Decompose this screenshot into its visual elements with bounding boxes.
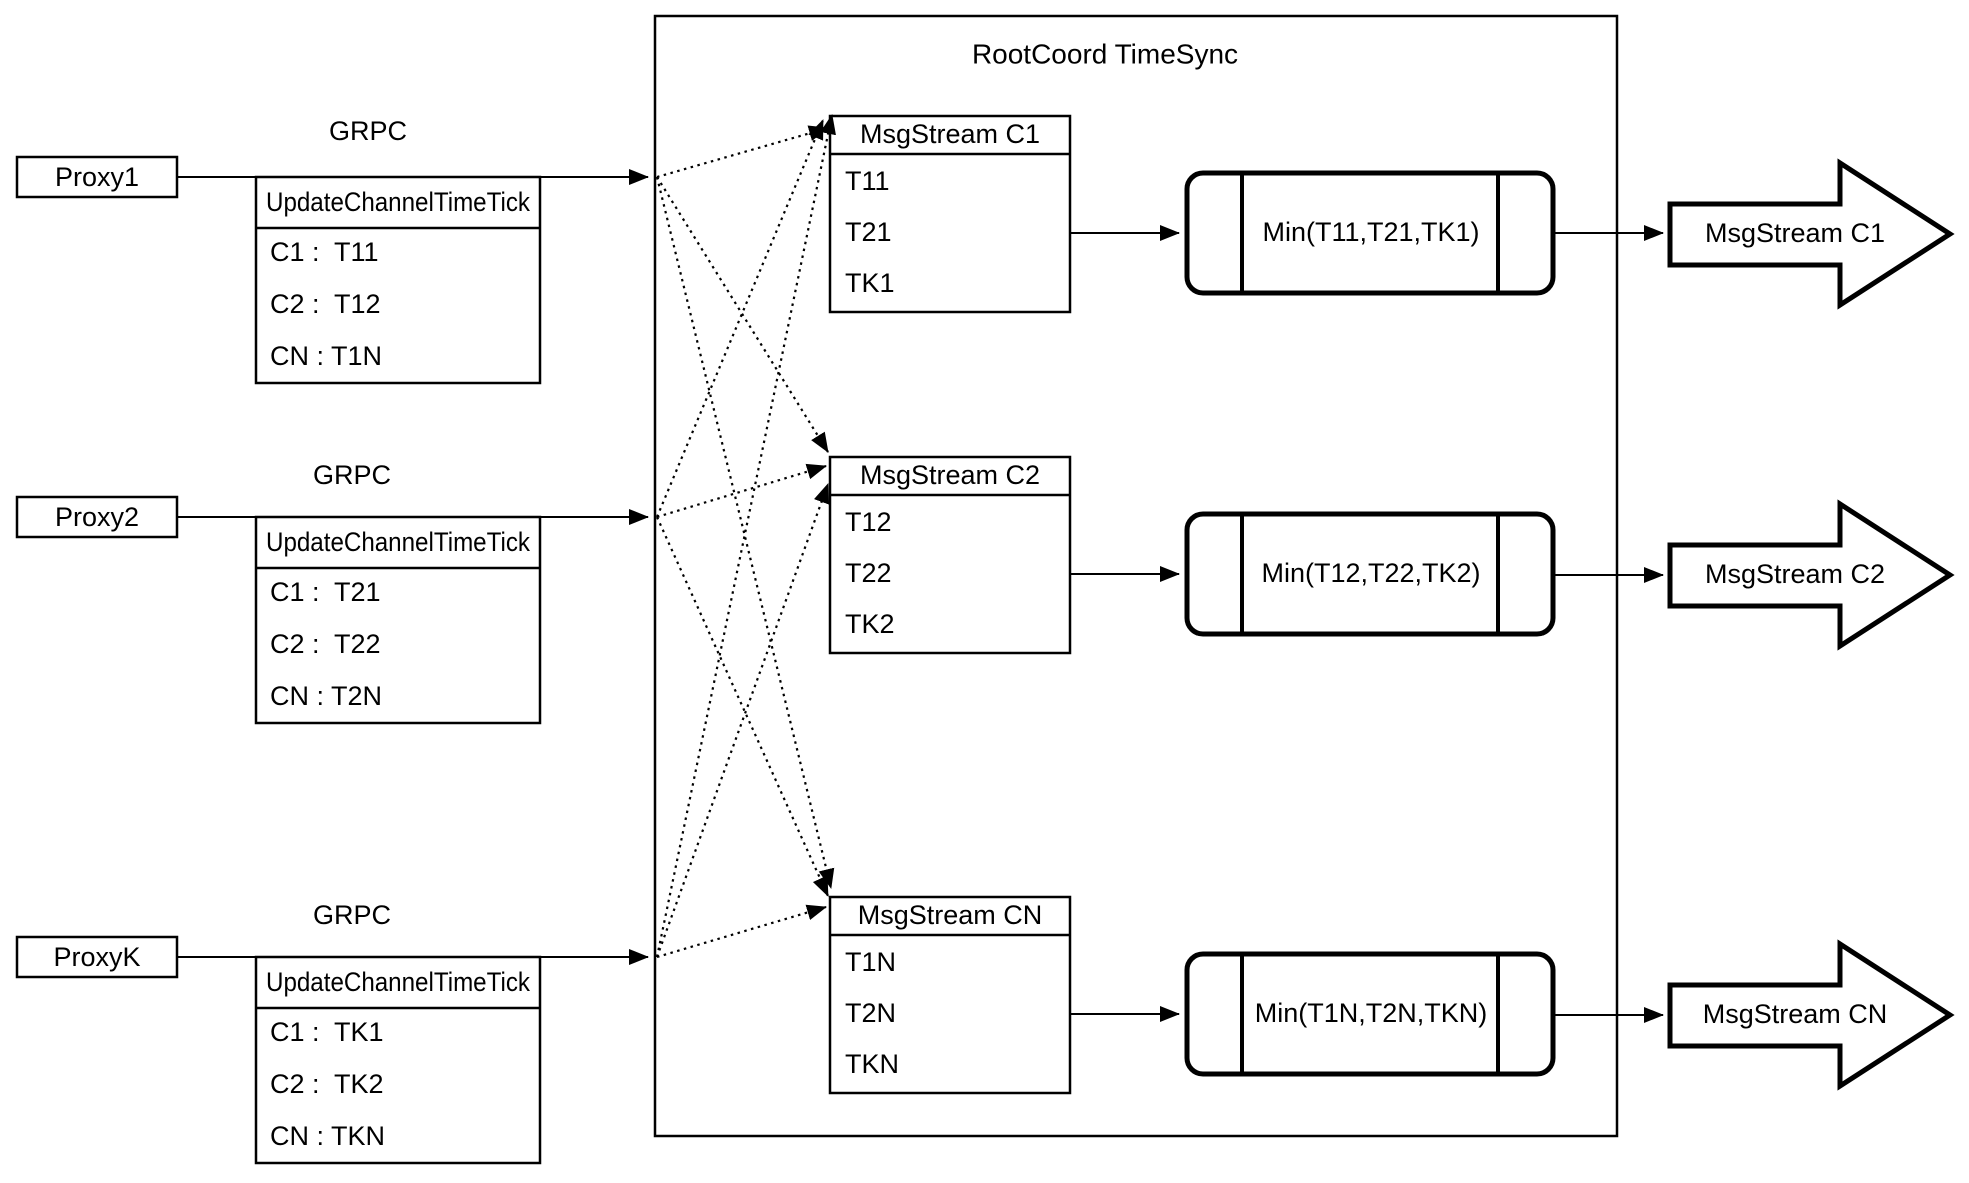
msgstream-c2-row: T22	[845, 558, 892, 588]
msgstream-cn-header: MsgStream CN	[858, 900, 1043, 930]
grpc-label-3: GRPC	[313, 900, 391, 930]
msgstream-cn-row: TKN	[845, 1049, 899, 1079]
proxy2-box	[15, 495, 179, 539]
msgstream-c1-row: T21	[845, 217, 892, 247]
fanout-arrow-p1-cn	[655, 176, 835, 889]
output-arrow-label-cn: MsgStream CN	[1703, 999, 1888, 1029]
output-arrow-c1	[1667, 158, 1955, 310]
update-table-1-row: C1 : T11	[270, 237, 379, 267]
msgstream-c1-header: MsgStream C1	[860, 119, 1040, 149]
min-label-3: Min(T1N,T2N,TKN)	[1255, 998, 1488, 1028]
grpc-label-1: GRPC	[329, 116, 407, 146]
msgstream-cn-row: T1N	[845, 947, 896, 977]
msgstream-c2-header: MsgStream C2	[860, 460, 1040, 490]
update-table-3-row: C2 : TK2	[270, 1069, 384, 1099]
proxy1-box	[15, 155, 179, 199]
update-table-3-header: UpdateChannelTimeTick	[266, 967, 530, 997]
msgstream-c2-row: TK2	[845, 609, 895, 639]
min-label-2: Min(T12,T22,TK2)	[1261, 558, 1480, 588]
update-table-1	[254, 175, 542, 385]
update-table-2-row: C2 : T22	[270, 629, 381, 659]
msgstream-cn-row: T2N	[845, 998, 896, 1028]
proxy2-label: Proxy2	[55, 502, 139, 532]
update-table-2-header: UpdateChannelTimeTick	[266, 527, 530, 557]
msgstream-table-c2	[828, 455, 1072, 655]
msgstream-table-c1	[828, 114, 1072, 314]
update-table-1-row: CN : T1N	[270, 341, 382, 371]
update-table-1-header: UpdateChannelTimeTick	[266, 187, 530, 217]
fanout-arrow-pk-cn	[656, 904, 827, 959]
fanout-arrow-pk-c1	[655, 114, 836, 958]
fanout-arrow-p2-cn	[655, 516, 830, 897]
output-arrow-label-c1: MsgStream C1	[1705, 218, 1885, 248]
msgstream-c2-row: T12	[845, 507, 892, 537]
update-table-2	[254, 515, 542, 725]
grpc-label-2: GRPC	[313, 460, 391, 490]
update-table-1-row: C2 : T12	[270, 289, 381, 319]
output-arrow-cn	[1667, 939, 1955, 1091]
fanout-arrow-p1-c1	[656, 125, 829, 179]
fanout-arrow-pk-c2	[655, 483, 830, 958]
msgstream-table-cn	[828, 895, 1072, 1095]
output-arrow-c2	[1667, 499, 1955, 651]
proxy1-label: Proxy1	[55, 162, 139, 192]
fanout-arrow-p2-c2	[656, 463, 827, 519]
fanout-arrow-p1-c2	[656, 176, 829, 453]
update-table-2-row: C1 : T21	[270, 577, 381, 607]
msgstream-c1-row: T11	[845, 166, 890, 196]
rootcoord-title: RootCoord TimeSync	[972, 38, 1238, 69]
update-table-3	[254, 955, 542, 1165]
output-arrow-label-c2: MsgStream C2	[1705, 559, 1885, 589]
update-table-3-row: CN : TKN	[270, 1121, 385, 1151]
update-table-2-row: CN : T2N	[270, 681, 382, 711]
proxyk-label: ProxyK	[53, 942, 140, 972]
min-label-1: Min(T11,T21,TK1)	[1262, 217, 1479, 247]
fanout-arrow-p2-c1	[655, 119, 825, 518]
update-table-3-row: C1 : TK1	[270, 1017, 384, 1047]
msgstream-c1-row: TK1	[845, 268, 895, 298]
